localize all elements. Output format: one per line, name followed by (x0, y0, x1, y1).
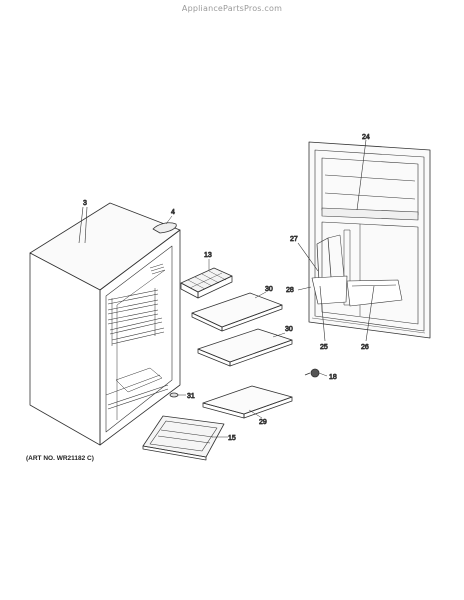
callout-30-upper: 30 (265, 286, 273, 293)
part-30-shelf-upper (191, 291, 283, 332)
callout-18: 18 (329, 374, 337, 381)
door (308, 141, 431, 339)
callout-3: 3 (83, 200, 87, 207)
callout-25: 25 (320, 344, 328, 351)
part-15-drip-tray (142, 415, 228, 461)
cabinet (29, 202, 181, 446)
callout-4: 4 (171, 209, 175, 216)
door-leaders (297, 139, 375, 342)
callouts: 3 4 13 30 30 31 29 15 18 24 27 28 25 26 (83, 134, 371, 443)
part-30-shelf-lower (197, 328, 293, 367)
callout-30-lower: 30 (285, 326, 293, 333)
callout-31: 31 (187, 393, 195, 400)
part-18-hinge (304, 368, 328, 378)
part-13-ice-tray (180, 259, 233, 299)
callout-29: 29 (259, 419, 267, 426)
part-4 (152, 215, 177, 234)
art-number: (ART NO. WR21182 C) (26, 455, 94, 462)
part-29-crisper-cover (202, 385, 293, 419)
callout-13: 13 (204, 252, 212, 259)
callout-15: 15 (228, 435, 236, 442)
part-3-leaders (78, 206, 88, 244)
part-31 (169, 392, 186, 398)
callout-24: 24 (362, 134, 370, 141)
callout-27: 27 (290, 236, 298, 243)
callout-26: 26 (361, 344, 369, 351)
callout-28: 28 (286, 287, 294, 294)
watermark: AppliancePartsPros.com (181, 4, 283, 13)
